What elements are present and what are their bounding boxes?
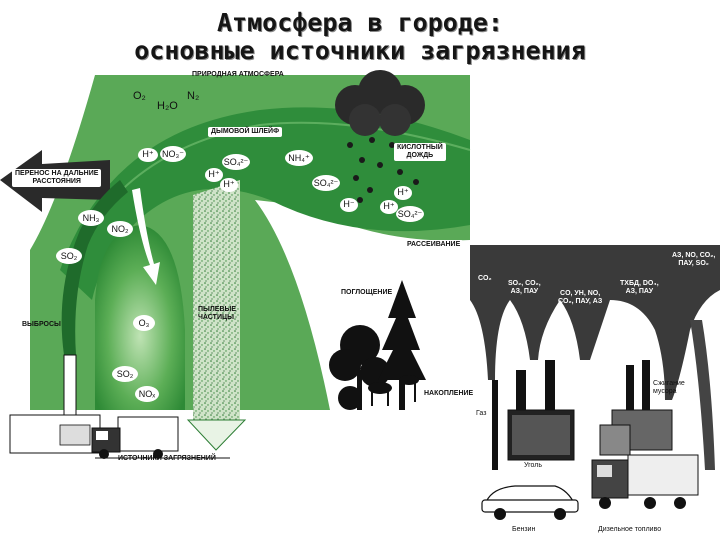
chem-n2: N₂ [187, 90, 200, 102]
truck-left [91, 416, 179, 459]
city-label-stack2-line1: CO, УН, NO, [560, 290, 601, 297]
bubble-h-plus-4: H⁺ [394, 186, 412, 200]
bubble-h-plus-5: H⁺ [380, 200, 398, 214]
label-pollution-sources: ИСТОЧНИКИ ЗАГРЯЗНЕНИЙ [118, 455, 216, 462]
label-dust-line1: ПЫЛЕВЫЕ [198, 306, 237, 313]
label-acid-rain-line1: КИСЛОТНЫЙ [397, 144, 443, 151]
truck-right [591, 454, 699, 509]
deer [368, 375, 419, 406]
dust-column [193, 180, 240, 420]
label-acid-rain: КИСЛОТНЫЙ ДОЖДЬ [394, 143, 446, 161]
city-label-stack1: SO₂, CO₂, АЗ, ПАУ [508, 280, 541, 296]
label-accumulation: НАКОПЛЕНИЕ [424, 390, 474, 397]
city-label-co2: CO₂ [478, 275, 492, 282]
bubble-so2-1: SO₂ [56, 248, 82, 264]
label-long-range-line2: РАССТОЯНИЯ [32, 178, 81, 185]
bubble-nh4: NH₄⁺ [285, 150, 313, 166]
label-long-range-transport: ПЕРЕНОС НА ДАЛЬНИЕ РАССТОЯНИЯ [12, 169, 102, 187]
label-dust-line2: ЧАСТИЦЫ [198, 314, 234, 321]
city-label-stack3: ТХБД, DO₄, АЗ, ПАУ [620, 280, 659, 296]
city-label-stack2-line2: CO₂, ПАУ, АЗ [558, 298, 603, 305]
bubble-nox: NOₓ [135, 386, 159, 402]
city-label-stack1-line2: АЗ, ПАУ [510, 288, 539, 295]
city-label-stack3-line1: ТХБД, DO₄, [620, 280, 659, 287]
bubble-h-minus: H⁻ [340, 198, 358, 212]
city-smog-cloud [470, 245, 720, 400]
city-label-coal: Уголь [524, 462, 543, 469]
city-label-stack2: CO, УН, NO, CO₂, ПАУ, АЗ [558, 290, 602, 306]
label-smoke-plume: ДЫМОВОЙ ШЛЕЙФ [208, 127, 283, 137]
city-label-stack4-line2: ПАУ, SO₂ [678, 260, 709, 267]
label-dispersion: РАССЕИВАНИЕ [404, 240, 464, 250]
city-stacks [492, 360, 650, 470]
bubble-o3: O₃ [133, 315, 155, 331]
bubble-no2: NO₂ [107, 221, 133, 237]
chem-o2: O₂ [133, 90, 146, 102]
bubble-so4-1: SO₄²⁻ [222, 154, 250, 170]
downwash-arrow [132, 188, 160, 285]
page-subtitle: основные источники загрязнения [134, 36, 586, 65]
label-absorption: ПОГЛОЩЕНИЕ [338, 288, 396, 298]
label-acid-rain-line2: ДОЖДЬ [406, 152, 434, 159]
bubble-h-plus-1: H⁺ [138, 148, 158, 162]
label-natural-atmosphere: ПРИРОДНАЯ АТМОСФЕРА [192, 71, 284, 78]
city-label-stack4-line1: АЗ, NO, CO₂, [672, 252, 716, 259]
bubble-h-plus-2: H⁺ [205, 168, 223, 182]
bubble-h-plus-3: H⁺ [220, 178, 238, 192]
label-long-range-line1: ПЕРЕНОС НА ДАЛЬНИЕ [15, 170, 99, 177]
city-label-stack3-line2: АЗ, ПАУ [625, 288, 654, 295]
bubble-so2-2: SO₂ [112, 366, 138, 382]
bubble-nh3: NH₃ [78, 210, 104, 226]
city-label-stack1-line1: SO₂, CO₂, [508, 280, 541, 287]
label-dust-particles: ПЫЛЕВЫЕ ЧАСТИЦЫ [198, 306, 236, 322]
city-label-waste: Сжигание мусора [653, 380, 685, 396]
acid-rain-cloud [335, 70, 425, 136]
city-label-petrol: Бензин [512, 526, 536, 533]
label-emissions: ВЫБРОСЫ [22, 321, 61, 328]
bubble-so4-3: SO₄²⁻ [396, 206, 424, 222]
city-label-stack4: АЗ, NO, CO₂, ПАУ, SO₂ [672, 252, 715, 268]
car [481, 485, 579, 520]
city-label-waste-line1: Сжигание [653, 380, 685, 387]
chem-h2o: H₂O [157, 100, 178, 112]
dust-arrow [186, 419, 247, 451]
city-label-gas: Газ [476, 410, 487, 417]
bubble-no3: NO₃⁻ [160, 146, 186, 162]
page-title: Атмосфера в городе: [217, 8, 503, 37]
clear-zone [255, 200, 470, 410]
city-label-diesel: Дизельное топливо [598, 526, 662, 533]
city-label-waste-line2: мусора [653, 388, 677, 395]
bubble-so4-2: SO₄²⁻ [312, 175, 340, 191]
